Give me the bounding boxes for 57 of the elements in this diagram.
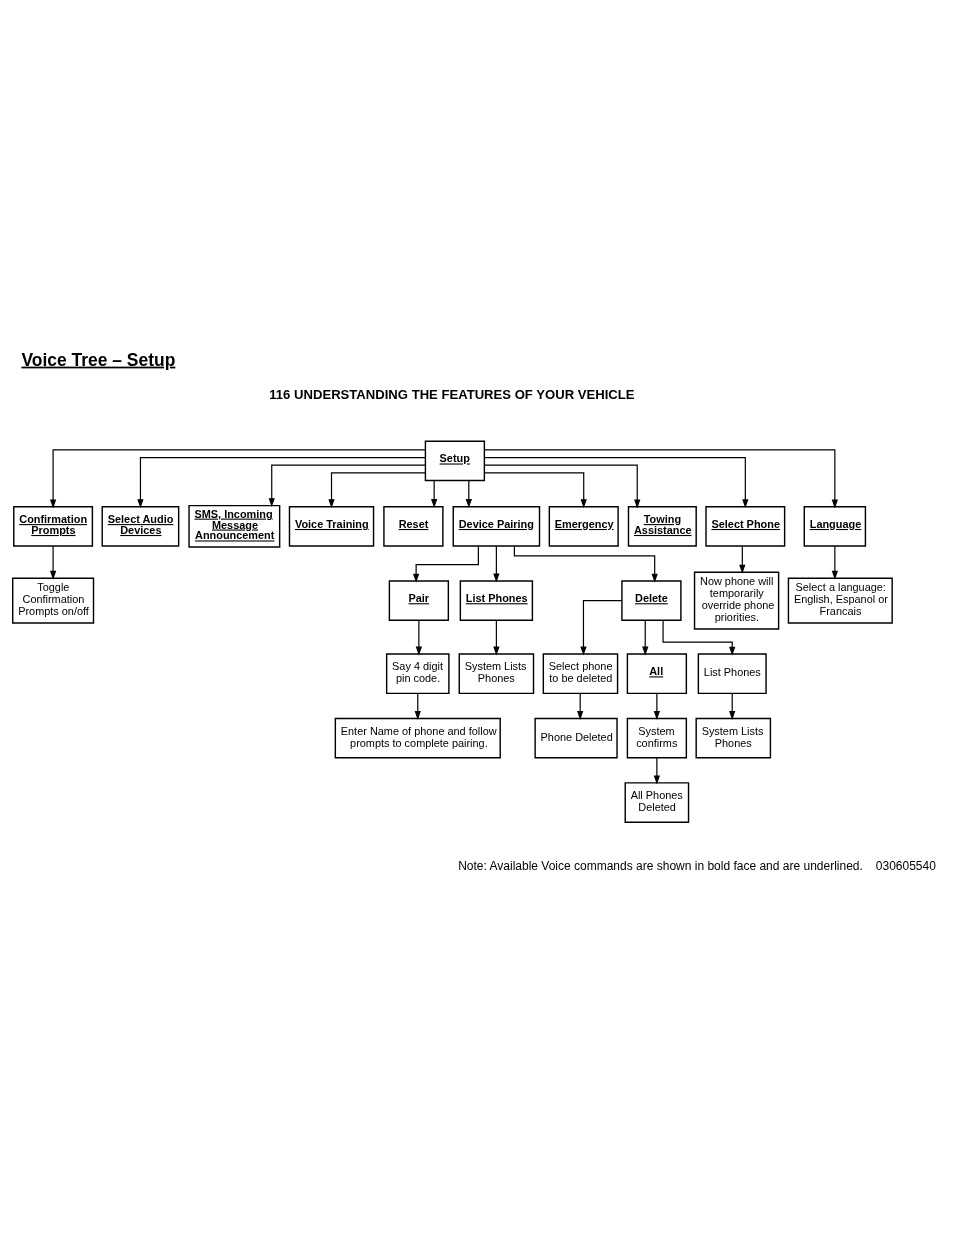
node-box: Select Audio Devices [101,505,180,547]
arrow [414,692,421,720]
node-box: Confirmation Prompts [13,505,94,547]
arrow [328,472,426,509]
node-box: Emergency [548,505,619,547]
node-box: Phone Deleted [534,717,618,759]
arrow [465,479,472,509]
label: 116 UNDERSTANDING THE FEATURES OF YOUR VEHICLE [269,386,635,402]
arrow [493,545,500,583]
arrow [483,472,587,509]
node-box: Towing Assistance [627,505,697,547]
node-box: Select a language: English, Espanol or Francais [787,577,893,624]
node-box: Device Pairing [452,505,541,547]
arrow [831,545,838,580]
node-box: Toggle Confirmation Prompts on/off [12,577,95,624]
arrow [137,456,426,509]
arrow [493,619,500,656]
arrow [729,692,736,720]
arrow [577,692,584,720]
node-box: Pair [388,580,450,621]
arrow [739,545,746,574]
diagram-title: Voice Tree – Setup [21,349,176,370]
arrow [580,600,623,656]
arrow [484,464,641,509]
label: Note: Available Voice commands are shown in bold face and are underlined. [458,859,863,874]
arrow [431,479,438,509]
arrow [268,464,426,508]
node-box: System confirms [626,717,688,759]
arrow [415,619,422,656]
arrow [49,449,426,509]
node-box: Reset [383,505,444,547]
arrow [413,545,479,583]
node-box: Language [803,505,867,547]
node-box: Say 4 digit pin code. [385,653,450,695]
arrow [513,545,658,583]
label: 030605540 [875,859,936,874]
node-box: All [626,653,688,695]
node-box: List Phones [459,580,534,621]
node-box: Delete [621,580,682,621]
arrow [662,619,736,656]
node-box: System Lists Phones [458,653,535,695]
node-box: Voice Training [288,505,375,547]
node-box: All Phones Deleted [624,782,690,823]
node-box: Enter Name of phone and follow prompts to complete pairing. [334,717,501,759]
node-box: List Phones [697,653,767,695]
arrow [484,456,749,509]
node-box: SMS, Incoming Message Announcement [188,504,281,548]
arrow [49,545,57,580]
node-box: Select phone to be deleted [542,653,619,695]
node-box: Now phone will temporarily override phone priorities. [693,571,780,630]
node-box: Setup [424,440,486,482]
arrow [653,692,660,720]
arrow [642,619,649,656]
node-box: Select Phone [705,505,786,547]
arrow [483,449,838,509]
arrow [653,757,660,785]
node-box: System Lists Phones [695,717,772,759]
